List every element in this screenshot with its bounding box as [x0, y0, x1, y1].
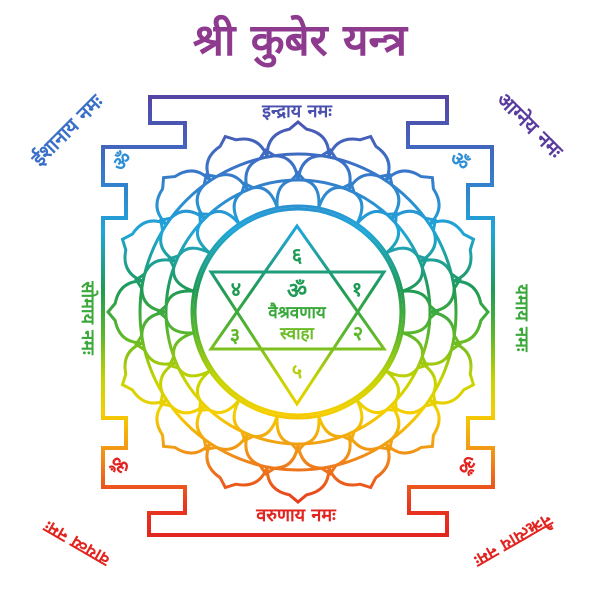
lotus-ring-base — [190, 204, 406, 420]
lotus-inner-ring — [156, 170, 440, 454]
yantra-title: श्री कुबेर यन्त्र — [193, 14, 409, 68]
lotus-petal-ring — [156, 170, 440, 454]
center-mantra-line1: वैश्रवणाय — [267, 302, 327, 323]
label-north: इन्द्राय नमः — [261, 101, 333, 122]
label-northeast: आग्नेय नमः — [492, 87, 568, 163]
lotus-ring-base — [138, 152, 458, 472]
label-southwest: वायव्य नमः — [39, 515, 114, 571]
center-om: ॐ — [287, 279, 307, 304]
label-southeast: नैऋत्याय नमः — [469, 508, 557, 572]
lotus-petal-ring — [134, 148, 462, 476]
om-top-right: ॐ — [445, 146, 475, 176]
downward-triangle — [208, 270, 387, 407]
star-number-top: ६ — [292, 243, 303, 267]
star-number-lower-left: ३ — [230, 323, 240, 347]
om-top-left: ॐ — [107, 146, 137, 176]
center-mantra-line2: स्वाहा — [279, 324, 314, 344]
bhupura-frame — [101, 95, 495, 537]
inner-circle — [193, 207, 403, 417]
label-south: वरुणाय नमः — [255, 505, 337, 526]
label-west: सोमाय नमः — [77, 280, 99, 356]
star-number-bottom: ५ — [292, 359, 302, 383]
star-number-upper-left: ४ — [231, 277, 241, 301]
star-number-upper-right: १ — [352, 277, 362, 301]
lotus-outer-ring — [106, 120, 490, 504]
label-east: यमाय नमः — [511, 284, 532, 353]
label-northwest: ईशानाय नमः — [26, 89, 108, 171]
star-number-lower-right: २ — [353, 321, 363, 345]
upward-triangle — [208, 223, 387, 351]
lotus-middle-ring — [134, 148, 462, 476]
lotus-ring-base — [164, 178, 432, 446]
om-bottom-right: ॐ — [452, 450, 482, 480]
lotus-petal-ring — [106, 120, 490, 504]
om-bottom-left: ॐ — [105, 450, 135, 480]
